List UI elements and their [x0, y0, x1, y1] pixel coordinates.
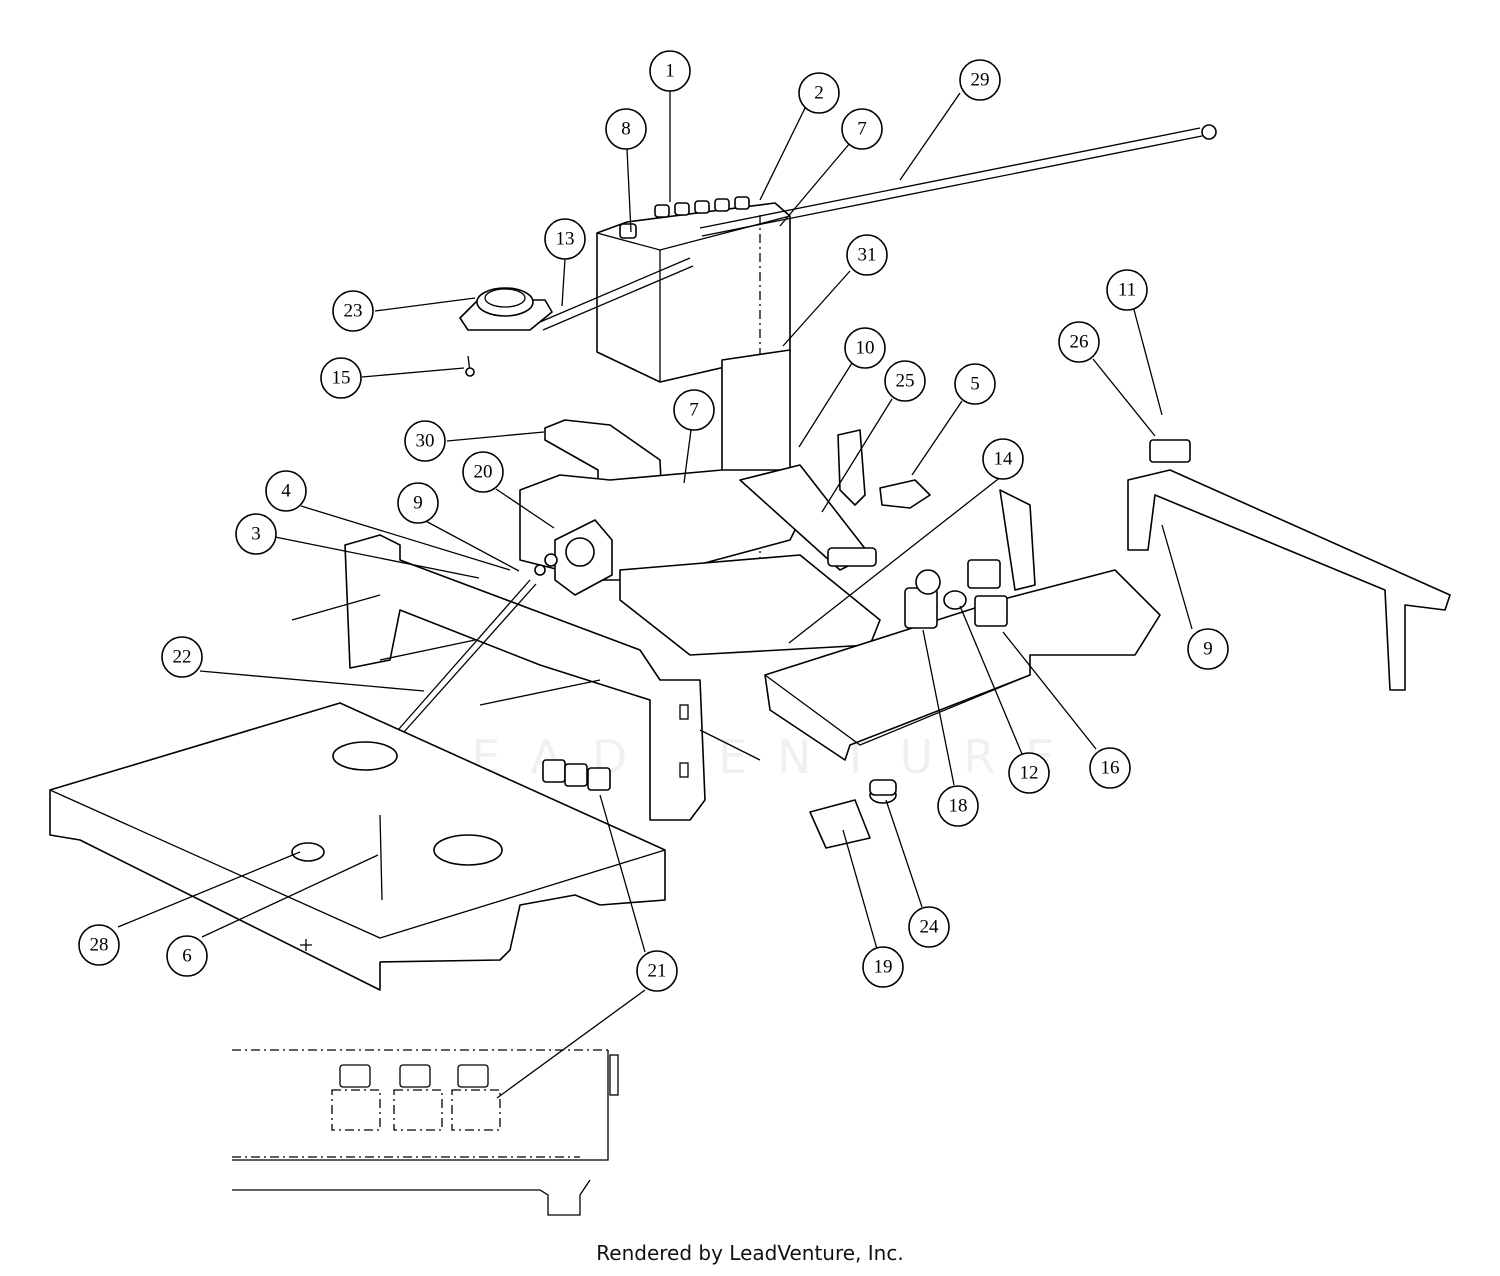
svg-text:28: 28: [90, 935, 109, 956]
callout-12: 12: [1008, 752, 1050, 794]
cable-13: [539, 257, 694, 331]
svg-text:30: 30: [416, 431, 435, 452]
svg-text:1: 1: [665, 61, 675, 82]
callout-8: 8: [605, 108, 647, 150]
solenoid: [534, 519, 613, 596]
dash-panel: [764, 489, 1161, 761]
svg-text:3: 3: [251, 524, 261, 545]
svg-text:7: 7: [857, 119, 867, 140]
knob-24: [869, 779, 897, 804]
callout-14: 14: [982, 438, 1024, 480]
callout-31: 31: [846, 234, 888, 276]
credit-line: Rendered by LeadVenture, Inc.: [596, 1241, 904, 1265]
svg-text:7: 7: [689, 400, 699, 421]
svg-text:8: 8: [621, 119, 631, 140]
svg-text:5: 5: [970, 374, 980, 395]
callout-6: 6: [166, 935, 208, 977]
svg-text:21: 21: [648, 961, 667, 982]
callout-20: 20: [462, 451, 504, 493]
screw-15-head: [465, 367, 475, 377]
svg-text:12: 12: [1020, 763, 1039, 784]
callout-10: 10: [844, 327, 886, 369]
svg-text:10: 10: [856, 338, 875, 359]
callout-18: 18: [937, 785, 979, 827]
left-frame-channel: [344, 534, 706, 821]
svg-text:9: 9: [1203, 639, 1213, 660]
svg-text:2: 2: [814, 83, 824, 104]
switch-upper: [967, 559, 1001, 589]
svg-text:20: 20: [474, 462, 493, 483]
svg-text:13: 13: [556, 229, 575, 250]
callout-23: 23: [332, 290, 374, 332]
svg-text:16: 16: [1101, 758, 1120, 779]
buzzer: [459, 287, 553, 331]
svg-text:6: 6: [182, 946, 192, 967]
svg-text:18: 18: [949, 796, 968, 817]
svg-text:9: 9: [413, 493, 423, 514]
slot-a: [679, 704, 689, 720]
svg-text:22: 22: [173, 647, 192, 668]
callout-25: 25: [884, 360, 926, 402]
bar-6: [379, 814, 383, 901]
callout-26: 26: [1058, 321, 1100, 363]
right-rail: [1127, 439, 1451, 691]
light-12: [943, 590, 967, 610]
svg-text:29: 29: [971, 70, 990, 91]
svg-text:25: 25: [896, 371, 915, 392]
svg-text:26: 26: [1070, 332, 1089, 353]
svg-text:24: 24: [920, 917, 940, 938]
pedal: [827, 547, 877, 567]
grommet: [291, 842, 325, 862]
callout-11: 11: [1106, 269, 1148, 311]
key-switch-18: [904, 569, 941, 629]
callout-13: 13: [544, 218, 586, 260]
battery: [596, 196, 791, 565]
svg-text:14: 14: [994, 449, 1014, 470]
control-rod: [397, 579, 537, 733]
svg-text:4: 4: [281, 481, 291, 502]
callout-28: 28: [78, 924, 120, 966]
switch-bracket: [837, 429, 866, 506]
svg-text:19: 19: [874, 957, 893, 978]
battery-support: [721, 349, 791, 476]
relays-top: [542, 759, 611, 791]
callout-21: 21: [636, 950, 678, 992]
callout-7b: 7: [673, 389, 715, 431]
callout-9: 9: [397, 482, 439, 524]
svg-text:31: 31: [858, 245, 877, 266]
switch-5: [879, 479, 931, 509]
callout-30: 30: [404, 420, 446, 462]
callout-5: 5: [954, 363, 996, 405]
callout-9b: 9: [1187, 628, 1229, 670]
cable-eye: [1201, 124, 1217, 140]
callout-3: 3: [235, 513, 277, 555]
plate-19: [809, 799, 871, 849]
callout-2: 2: [798, 72, 840, 114]
callout-16: 16: [1089, 747, 1131, 789]
callout-24: 24: [908, 906, 950, 948]
svg-text:11: 11: [1118, 280, 1136, 301]
leader-lines: [117, 91, 1193, 1099]
callout-29: 29: [959, 59, 1001, 101]
callout-1: 1: [649, 50, 691, 92]
callout-15: 15: [320, 357, 362, 399]
svg-text:23: 23: [344, 301, 363, 322]
meter-16: [974, 595, 1008, 627]
callout-4: 4: [265, 470, 307, 512]
relay-panel-inset: [232, 1049, 619, 1216]
callout-19: 19: [862, 946, 904, 988]
svg-text:15: 15: [332, 368, 351, 389]
callout-7: 7: [841, 108, 883, 150]
hidden-edges: [291, 594, 761, 761]
floor-plate: [49, 702, 666, 991]
callout-22: 22: [161, 636, 203, 678]
slot-b: [679, 762, 689, 778]
